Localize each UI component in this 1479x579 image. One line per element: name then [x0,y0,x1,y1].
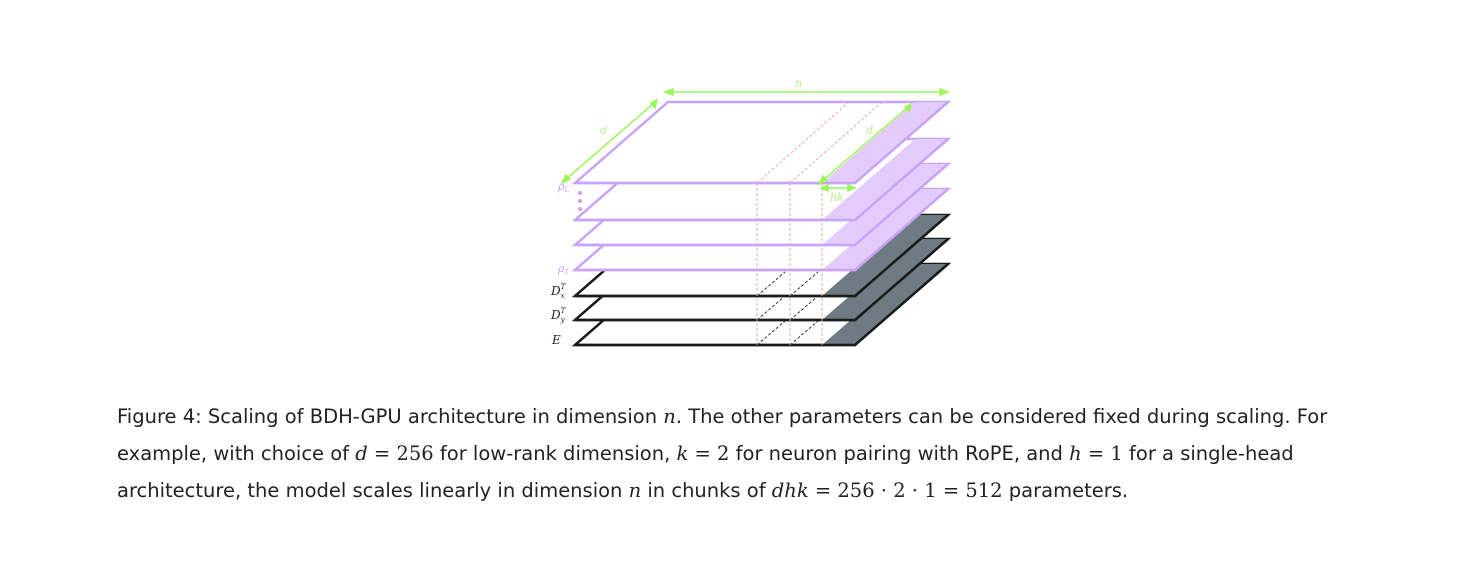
dashed-chunk-line [789,295,819,321]
ellipsis-dots [578,191,582,211]
dashed-chunk-line [756,295,786,321]
dashed-chunk-line [789,271,819,297]
label-Dy: DyT [550,307,567,324]
scaling-chunk-strip [822,264,948,345]
plane-edge [575,214,949,298]
scaling-chunk-strip [822,239,948,320]
dashed-chunk-line [756,320,786,346]
label-d-right: d [866,124,873,137]
dashed-chunk-line [789,320,819,346]
label-rho-1: ρ1 [557,262,569,276]
label-Dx: DxT [550,283,567,300]
label-d-left: d [600,124,607,137]
plane-edge [575,101,949,185]
layer-planes [571,100,952,347]
label-E: E [551,333,561,347]
green-dimension-arrows [560,87,951,193]
pink-dashed-guides [756,101,883,345]
scaling-chunk-strip [822,215,948,296]
plane-edge [575,163,949,247]
plane-edge [575,263,949,347]
plane-edge [575,188,949,272]
scaling-chunk-strip [822,164,948,245]
scaling-chunk-strip [822,102,948,183]
dashed-chunk-line [756,271,786,297]
label-n: n [795,77,802,90]
bdh-gpu-scaling-diagram: n d d hk ρL ρ1 DxT DyT E [550,77,952,347]
label-hk: hk [830,191,844,204]
scaling-chunk-strip [822,189,948,270]
scaling-chunk-strip [822,139,948,220]
plane-edge [575,238,949,322]
figure-caption: Figure 4: Scaling of BDH-GPU architectur… [117,405,1328,502]
label-rho-L: ρL [557,180,569,194]
plane-edge [575,138,949,222]
